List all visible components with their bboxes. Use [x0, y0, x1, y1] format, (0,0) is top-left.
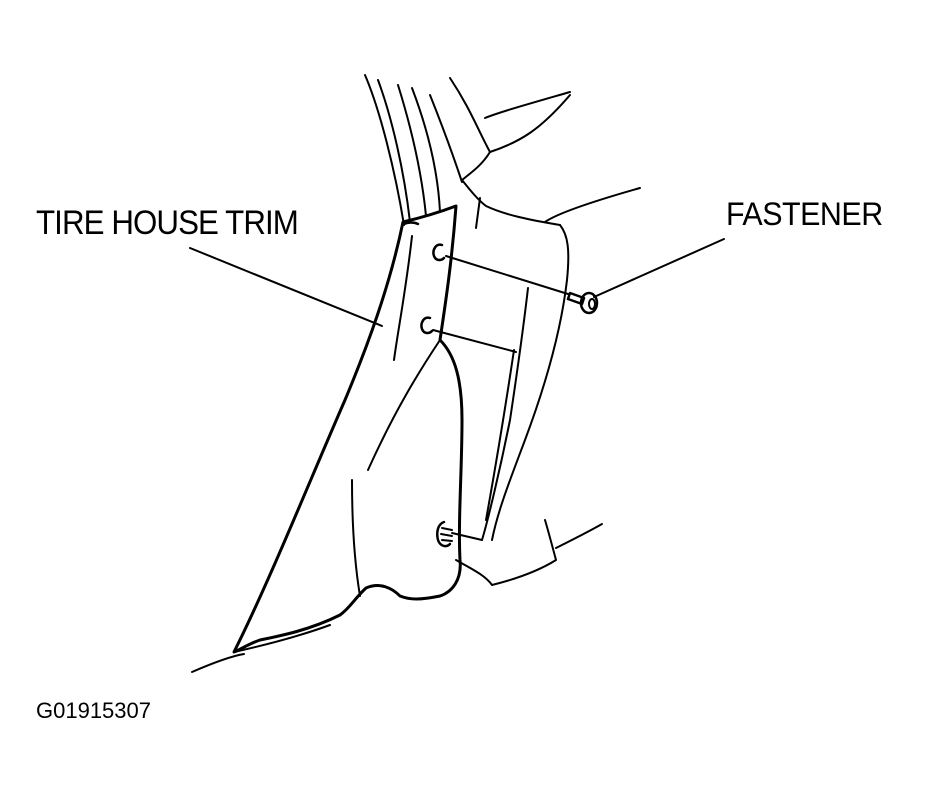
lower-clip-icon: [436, 520, 483, 548]
fastener-hole-lower: [420, 316, 434, 335]
quarter-panel-far-edge: [544, 187, 641, 223]
pillar-curve-3: [397, 84, 427, 217]
trim-inner-line: [393, 235, 413, 361]
trim-lower-crease: [351, 479, 361, 597]
quarter-panel-fold: [475, 197, 481, 229]
body-panel-upper: [449, 77, 571, 153]
trim-fold-line: [367, 339, 441, 471]
leader-line-fastener: [593, 238, 725, 298]
projection-line-lower: [432, 329, 517, 353]
pillar-curve-5: [429, 94, 463, 183]
pillar-curve-2: [377, 79, 411, 223]
quarter-panel-top: [461, 179, 561, 226]
leader-line-tire-house-trim: [189, 247, 383, 327]
quarter-panel-ledge: [555, 523, 603, 549]
label-fastener: FASTENER: [726, 196, 883, 232]
fastener-hole-upper: [432, 243, 446, 262]
quarter-panel-inner: [481, 287, 529, 541]
tire-house-trim-panel: [232, 204, 464, 654]
pillar-curve-1: [364, 74, 405, 226]
top-tab: [402, 221, 420, 226]
floor-line-left: [191, 653, 245, 673]
figure-id: G01915307: [36, 698, 151, 723]
quarter-panel-right: [491, 224, 570, 541]
projection-line-upper: [445, 255, 569, 295]
body-panel-edge: [484, 91, 571, 119]
pillar-curve-4: [411, 87, 441, 213]
quarter-panel-crease: [485, 349, 515, 521]
quarter-panel-base: [455, 519, 557, 586]
label-tire-house-trim: TIRE HOUSE TRIM: [36, 204, 299, 242]
floor-edge: [233, 624, 331, 653]
fastener-clip-icon: [566, 291, 599, 315]
body-panel-step: [461, 151, 491, 181]
